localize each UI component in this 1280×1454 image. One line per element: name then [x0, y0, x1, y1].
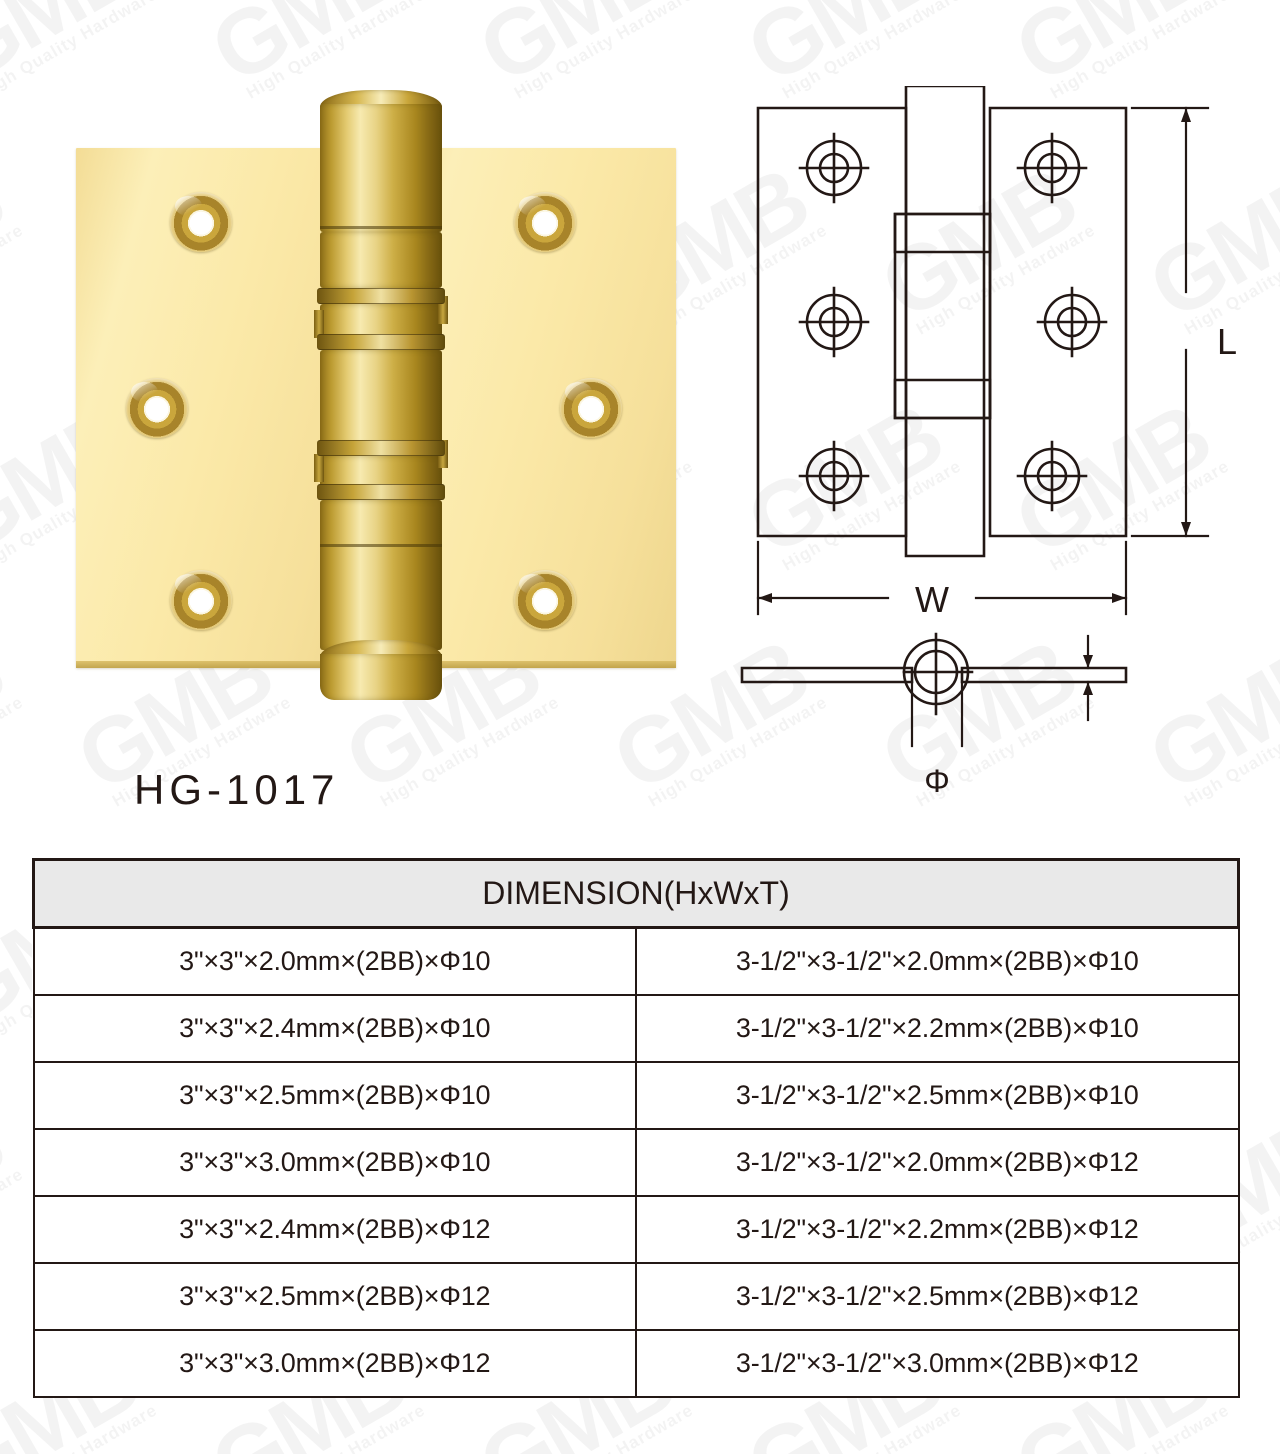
hinge-barrel	[314, 84, 448, 720]
watermark-text: GMBHigh Quality Hardware	[1267, 1329, 1280, 1454]
dimension-cell-left: 3"×3"×2.0mm×(2BB)×Φ10	[32, 926, 637, 996]
pin-tab	[438, 296, 448, 324]
dimension-thickness	[1083, 634, 1093, 722]
table-header-row: DIMENSION(HxWxT)	[32, 858, 1240, 929]
dimension-cell-right: 3-1/2"×3-1/2"×2.0mm×(2BB)×Φ12	[635, 1127, 1240, 1197]
dimension-cell-left: 3"×3"×3.0mm×(2BB)×Φ10	[32, 1127, 637, 1197]
watermark-text: GMBHigh Quality Hardware	[0, 149, 27, 340]
screw-hole	[170, 192, 232, 252]
label-width: W	[915, 579, 949, 620]
dimension-cell-left: 3"×3"×2.5mm×(2BB)×Φ12	[32, 1261, 637, 1331]
dimension-cell-right: 3-1/2"×3-1/2"×2.2mm×(2BB)×Φ10	[635, 993, 1240, 1063]
dimension-cell-right: 3-1/2"×3-1/2"×2.0mm×(2BB)×Φ10	[635, 926, 1240, 996]
bearing-ring	[317, 440, 445, 456]
screw-hole	[170, 570, 232, 630]
barrel-segment	[320, 654, 442, 700]
drawing-screw-hole	[798, 286, 870, 358]
table-head: DIMENSION(HxWxT)	[32, 858, 1240, 929]
watermark-text: GMBHigh Quality Hardware	[1267, 385, 1280, 576]
screw-hole	[514, 192, 576, 252]
drawing-pin	[904, 86, 986, 558]
drawing-section-view	[740, 632, 1128, 716]
dimension-cell-right: 3-1/2"×3-1/2"×2.2mm×(2BB)×Φ12	[635, 1194, 1240, 1264]
dimension-cell-right: 3-1/2"×3-1/2"×2.5mm×(2BB)×Φ12	[635, 1261, 1240, 1331]
dimension-diameter	[910, 680, 964, 748]
screw-hole	[126, 378, 188, 438]
drawing-bearing-ring-lower	[893, 378, 992, 420]
product-model-label: HG-1017	[134, 766, 340, 813]
watermark-text: GMBHigh Quality Hardware	[1267, 0, 1280, 105]
barrel-segment	[320, 500, 442, 650]
watermark-text: GMBHigh Quality Hardware	[0, 621, 27, 812]
bearing-ring	[317, 334, 445, 350]
label-length: L	[1217, 321, 1237, 362]
screw-hole	[514, 570, 576, 630]
dimension-cell-left: 3"×3"×2.4mm×(2BB)×Φ12	[32, 1194, 637, 1264]
barrel-segment	[320, 104, 442, 232]
drawing-screw-hole	[1016, 132, 1088, 204]
dimension-cell-right: 3-1/2"×3-1/2"×3.0mm×(2BB)×Φ12	[635, 1328, 1240, 1398]
drawing-bearing-ring-upper	[893, 212, 992, 254]
dimension-cell-left: 3"×3"×2.4mm×(2BB)×Φ10	[32, 993, 637, 1063]
dimension-cell-left: 3"×3"×3.0mm×(2BB)×Φ12	[32, 1328, 637, 1398]
label-diameter: Φ	[924, 763, 950, 799]
dimension-width	[756, 540, 1128, 616]
drawing-screw-hole	[798, 440, 870, 512]
pin-tab	[314, 310, 324, 338]
bearing-ring	[317, 288, 445, 304]
barrel-groove	[320, 544, 442, 547]
technical-drawing: L W Φ	[740, 86, 1260, 816]
product-photo	[62, 84, 684, 720]
drawing-screw-hole	[798, 132, 870, 204]
pin-tab	[314, 454, 324, 482]
bearing-ring	[317, 484, 445, 500]
watermark-text: GMBHigh Quality Hardware	[0, 1093, 27, 1284]
dimension-cell-left: 3"×3"×2.5mm×(2BB)×Φ10	[32, 1060, 637, 1130]
barrel-groove	[320, 226, 442, 229]
table-header-cell: DIMENSION(HxWxT)	[32, 858, 1240, 929]
screw-hole	[560, 378, 622, 438]
drawing-knuckle-body	[893, 212, 992, 420]
barrel-segment	[320, 350, 442, 446]
barrel-segment	[320, 232, 442, 288]
dimension-length	[1130, 106, 1210, 538]
dimension-cell-right: 3-1/2"×3-1/2"×2.5mm×(2BB)×Φ10	[635, 1060, 1240, 1130]
drawing-svg: L W Φ	[740, 86, 1237, 799]
drawing-screw-hole	[1036, 286, 1108, 358]
drawing-screw-hole	[1016, 440, 1088, 512]
watermark-text: GMBHigh Quality Hardware	[1267, 857, 1280, 1048]
